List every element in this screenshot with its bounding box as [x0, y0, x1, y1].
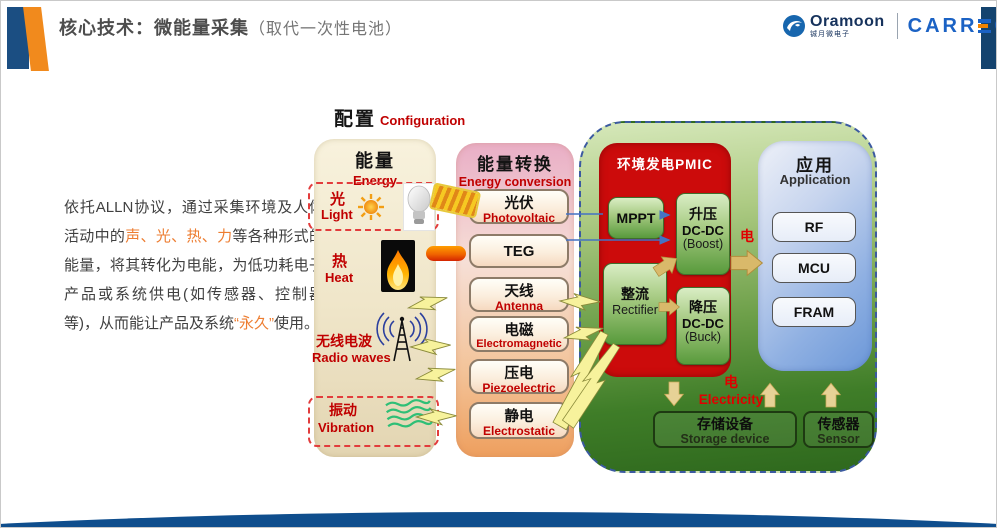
electricity-bottom-zh: 电: [724, 374, 738, 390]
heat-zh: 热: [332, 253, 348, 270]
rectifier-box: 整流 Rectifier: [603, 263, 667, 345]
sensor-en: Sensor: [817, 432, 860, 446]
box-electrostatic: 静电 Electrostatic: [469, 402, 569, 439]
conversion-header-zh: 能量转换: [477, 155, 553, 174]
photovoltaic-zh: 光伏: [504, 196, 534, 212]
teg-label: TEG: [503, 243, 535, 260]
sun-icon: [358, 194, 384, 220]
electrostatic-en: Electrostatic: [482, 424, 556, 438]
box-piezoelectric: 压电 Piezoelectric: [469, 359, 569, 395]
heat-en: Heat: [325, 270, 354, 285]
config-en: Configuration: [380, 113, 466, 128]
mcu-box: MCU: [772, 253, 856, 283]
pmic-title: 环境发电PMIC: [617, 157, 713, 172]
fire-icon: [381, 240, 415, 292]
carrec-e-glyph: [978, 19, 992, 33]
intro-paragraph: 依托ALLN协议，通过采集环境及人体活动中的声、光、热、力等各种形式的能量，将其…: [64, 199, 324, 332]
conversion-header-en: Energy conversion: [458, 175, 572, 189]
radio-antenna-icon: [376, 312, 428, 362]
antenna-zh: 天线: [504, 284, 534, 300]
storage-zh: 存储设备: [697, 416, 753, 432]
energy-header-en: Energy: [352, 173, 398, 188]
antenna-en: Antenna: [495, 299, 543, 313]
rf-box: RF: [772, 212, 856, 242]
application-zh: 应用: [796, 156, 834, 175]
title-main: 核心技术：微能量采集: [59, 18, 249, 38]
carrec-text-pre: CARR: [907, 14, 978, 37]
page-title: 核心技术：微能量采集（取代一次性电池）: [59, 14, 402, 40]
header-decor-blue: [7, 7, 29, 69]
light-en: Light: [321, 207, 353, 222]
rectifier-en: Rectifier: [612, 303, 658, 317]
boost-dcdc: DC-DC: [682, 223, 724, 238]
buck-dcdc: DC-DC: [682, 316, 724, 331]
photovoltaic-en: Photovoltaic: [482, 211, 555, 225]
mppt-box: MPPT: [608, 197, 664, 239]
fram-box: FRAM: [772, 297, 856, 327]
electromagnetic-zh: 电磁: [504, 323, 534, 339]
rectifier-zh: 整流: [621, 286, 649, 302]
title-sub: （取代一次性电池）: [249, 21, 403, 38]
carrec-text-post: C: [994, 15, 996, 38]
electricity-bottom-en: Electricity: [698, 392, 764, 407]
sensor-box: 传感器 Sensor: [803, 411, 874, 448]
oramoon-subtitle: 铖月微电子: [810, 31, 850, 38]
vibration-zh: 振动: [329, 402, 357, 418]
config-zh: 配置: [334, 109, 377, 130]
box-antenna: 天线 Antenna: [469, 277, 569, 313]
storage-en: Storage device: [680, 432, 770, 446]
electromagnetic-en: Electromagnetic: [476, 338, 562, 350]
oramoon-logo: Oramoon 铖月微电子: [782, 14, 885, 38]
boost-zh: 升压: [689, 206, 717, 222]
energy-header-zh: 能量: [355, 151, 395, 171]
header-decor-right-bar: [981, 7, 996, 69]
box-electromagnetic: 电磁 Electromagnetic: [469, 316, 569, 352]
electricity-bottom-label: 电 Electricity: [681, 372, 781, 407]
electrostatic-zh: 静电: [504, 409, 534, 425]
piezoelectric-zh: 压电: [504, 366, 534, 382]
heat-energy-flow-bar: [426, 246, 466, 261]
box-teg: TEG: [469, 234, 569, 268]
radio-zh: 无线电波: [316, 333, 372, 349]
piezoelectric-en: Piezoelectric: [482, 381, 556, 395]
vibration-waves-icon: [385, 399, 433, 428]
oramoon-icon: [783, 15, 805, 37]
electricity-side-label: 电: [740, 228, 754, 244]
boost-en: (Boost): [682, 237, 724, 251]
application-en: Application: [779, 172, 851, 187]
box-photovoltaic: 光伏 Photovoltaic: [469, 189, 569, 225]
carrec-logo: CARR C: [907, 14, 996, 38]
oramoon-name: Oramoon: [810, 13, 885, 30]
vibration-en: Vibration: [318, 420, 375, 435]
radio-en: Radio waves: [312, 350, 391, 365]
sensor-zh: 传感器: [817, 416, 860, 432]
logo-divider: [896, 13, 898, 39]
logo-area: Oramoon 铖月微电子 CARR C: [782, 11, 996, 41]
buck-zh: 降压: [689, 299, 717, 315]
bottom-arc-decoration: [1, 512, 996, 527]
buck-box: 降压 DC-DC (Buck): [676, 287, 730, 365]
light-zh: 光: [330, 191, 346, 208]
boost-box: 升压 DC-DC (Boost): [676, 193, 730, 275]
storage-device-box: 存储设备 Storage device: [653, 411, 797, 448]
buck-en: (Buck): [684, 330, 722, 344]
mppt-label: MPPT: [616, 210, 656, 226]
